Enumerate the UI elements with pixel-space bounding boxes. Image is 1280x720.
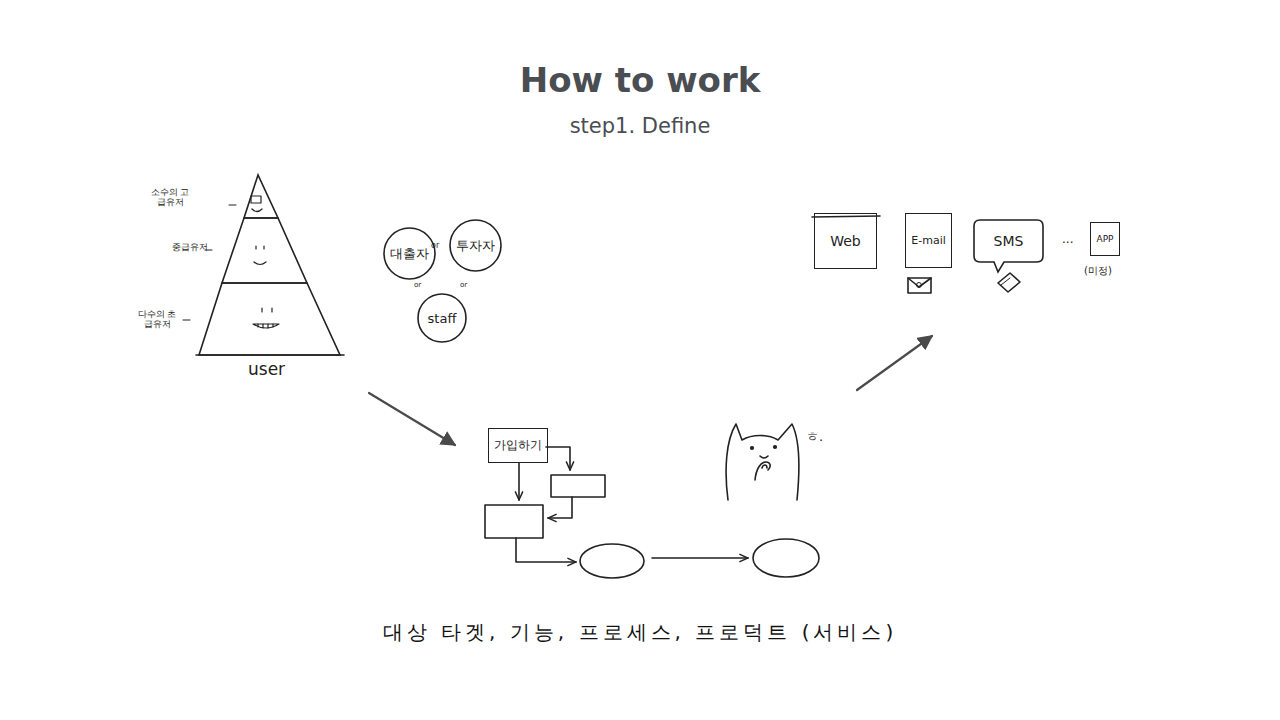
- node-label: APP: [1096, 234, 1113, 244]
- tier-label: 다수의 초급유저: [135, 309, 179, 330]
- node-label: 대출자: [390, 245, 429, 263]
- node-label: staff: [428, 311, 457, 326]
- title: How to work: [0, 60, 1280, 100]
- or-label: or: [460, 281, 467, 289]
- channel-box: Web: [814, 213, 877, 269]
- or-label: or: [414, 281, 421, 289]
- ellipsis: ...: [1062, 232, 1073, 246]
- group-label: user: [248, 359, 285, 379]
- sound-label: ㅎ.: [806, 428, 823, 446]
- node-label: SMS: [994, 233, 1024, 249]
- user-tier-band: 중급유저: [222, 218, 307, 283]
- user-type-circle: 대출자: [383, 227, 436, 280]
- tier-label: 소수의 고급유저: [148, 187, 192, 208]
- tier-label: 중급유저: [168, 242, 212, 252]
- or-label: or: [431, 241, 439, 250]
- band-outline: [199, 283, 340, 355]
- node-label: 가입하기: [494, 437, 542, 454]
- band-outline: [222, 218, 307, 283]
- user-tier-band: 소수의 고급유저: [244, 175, 278, 218]
- subtitle: step1. Define: [0, 114, 1280, 138]
- note: (미정): [1084, 264, 1112, 278]
- process-box: 가입하기: [488, 428, 548, 463]
- user-tier-band: 다수의 초급유저: [199, 283, 340, 355]
- node-label: Web: [830, 233, 861, 249]
- node-label: 투자자: [456, 237, 495, 255]
- band-outline: [244, 175, 278, 218]
- caption: 대상 타겟, 기능, 프로세스, 프로덕트 (서비스): [0, 619, 1280, 646]
- channel-box: E-mail: [905, 213, 952, 268]
- channel-bubble: SMS: [974, 220, 1043, 262]
- user-type-circle: staff: [417, 293, 467, 343]
- channel-box: APP: [1090, 222, 1120, 256]
- user-type-circle: 투자자: [449, 219, 502, 272]
- node-label: E-mail: [911, 234, 946, 247]
